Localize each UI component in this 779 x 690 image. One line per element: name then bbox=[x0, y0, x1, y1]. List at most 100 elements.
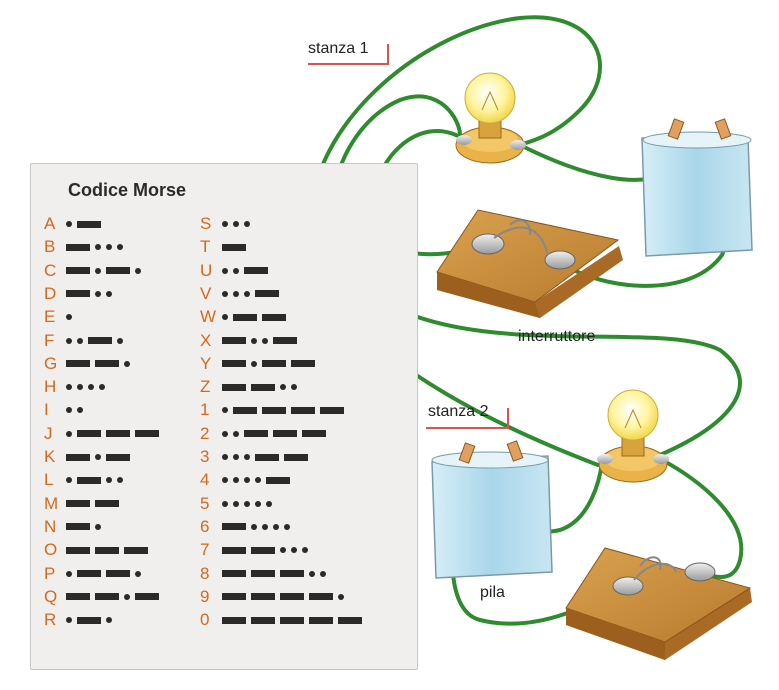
morse-dot bbox=[222, 221, 228, 227]
morse-dash bbox=[66, 360, 90, 368]
morse-code bbox=[66, 453, 130, 461]
morse-dot bbox=[262, 337, 268, 344]
morse-dash bbox=[95, 360, 119, 368]
morse-dot bbox=[244, 221, 250, 227]
morse-dot bbox=[338, 593, 344, 600]
morse-code bbox=[66, 314, 72, 321]
morse-letter: D bbox=[44, 283, 57, 303]
morse-letter: W bbox=[200, 307, 217, 327]
morse-row: D bbox=[44, 284, 112, 304]
morse-dash bbox=[222, 360, 246, 368]
morse-letter: K bbox=[44, 447, 56, 466]
morse-dot bbox=[66, 570, 72, 577]
morse-row: N bbox=[44, 517, 101, 537]
morse-dash bbox=[251, 570, 275, 577]
morse-dot bbox=[106, 477, 112, 484]
morse-dot bbox=[95, 454, 101, 460]
morse-letter: B bbox=[44, 237, 56, 257]
morse-code bbox=[222, 476, 290, 484]
morse-dot bbox=[262, 523, 268, 530]
morse-code bbox=[222, 337, 297, 344]
morse-code bbox=[66, 430, 159, 438]
morse-dash bbox=[66, 243, 90, 251]
morse-row: 1 bbox=[200, 400, 344, 420]
morse-dot bbox=[309, 570, 315, 577]
morse-row: 5 bbox=[200, 494, 272, 514]
morse-code bbox=[222, 290, 279, 298]
morse-row: 4 bbox=[200, 470, 290, 490]
morse-dash bbox=[262, 313, 286, 321]
room1-label: stanza 1 bbox=[308, 40, 369, 57]
morse-dash bbox=[233, 406, 257, 414]
morse-code bbox=[66, 500, 119, 508]
morse-code bbox=[222, 500, 272, 507]
battery-2 bbox=[431, 440, 553, 579]
morse-code bbox=[66, 593, 159, 601]
bulb-1 bbox=[455, 72, 526, 164]
morse-letter: I bbox=[44, 400, 49, 420]
morse-dot bbox=[95, 290, 101, 297]
morse-letter: Z bbox=[200, 377, 211, 397]
morse-code bbox=[222, 593, 344, 601]
morse-dot bbox=[233, 430, 239, 437]
morse-dot bbox=[88, 384, 94, 391]
morse-code bbox=[222, 267, 268, 275]
morse-dot bbox=[135, 570, 141, 577]
morse-dash bbox=[280, 593, 304, 601]
morse-letter: L bbox=[44, 470, 54, 490]
morse-letter: N bbox=[44, 516, 57, 536]
morse-dash bbox=[280, 616, 304, 624]
morse-dot bbox=[117, 244, 123, 251]
morse-dot bbox=[99, 384, 105, 391]
morse-code bbox=[222, 453, 308, 461]
morse-letter: M bbox=[44, 493, 59, 513]
morse-dash bbox=[66, 523, 90, 531]
morse-code bbox=[66, 523, 101, 531]
morse-dash bbox=[222, 593, 246, 601]
morse-dot bbox=[222, 430, 228, 437]
morse-letter: 3 bbox=[200, 447, 210, 466]
morse-letter: X bbox=[200, 330, 212, 350]
morse-dash bbox=[338, 616, 362, 624]
morse-letter: U bbox=[200, 260, 213, 280]
morse-row: B bbox=[44, 237, 123, 257]
morse-dot bbox=[95, 523, 101, 530]
morse-row: J bbox=[44, 424, 159, 444]
morse-dash bbox=[66, 267, 90, 275]
morse-dash bbox=[88, 337, 112, 344]
morse-row: W bbox=[200, 307, 286, 327]
morse-dot bbox=[77, 337, 83, 344]
morse-letter: O bbox=[44, 540, 58, 560]
morse-row: C bbox=[44, 261, 141, 281]
morse-row: 8 bbox=[200, 564, 326, 584]
morse-dot bbox=[244, 454, 250, 460]
morse-dot bbox=[233, 477, 239, 484]
morse-dash bbox=[77, 430, 101, 438]
morse-dash bbox=[106, 430, 130, 438]
morse-row: M bbox=[44, 494, 119, 514]
morse-code bbox=[222, 383, 297, 391]
morse-dash bbox=[135, 593, 159, 601]
morse-row: G bbox=[44, 354, 130, 374]
morse-dash bbox=[222, 616, 246, 624]
morse-row: 2 bbox=[200, 424, 326, 444]
morse-dash bbox=[106, 453, 130, 461]
morse-dot bbox=[320, 570, 326, 577]
morse-dot bbox=[233, 290, 239, 297]
switch-2 bbox=[565, 547, 752, 660]
morse-row: U bbox=[200, 261, 268, 281]
morse-letter: 7 bbox=[200, 540, 210, 560]
morse-dash bbox=[309, 616, 333, 624]
morse-letter: 6 bbox=[200, 516, 210, 536]
morse-dot bbox=[106, 617, 112, 624]
morse-dot bbox=[233, 221, 239, 227]
morse-dot bbox=[280, 384, 286, 391]
morse-dash bbox=[233, 313, 257, 321]
morse-dash bbox=[309, 593, 333, 601]
morse-dot bbox=[222, 454, 228, 460]
morse-letter: 0 bbox=[200, 610, 210, 630]
morse-code bbox=[66, 546, 148, 554]
morse-code bbox=[66, 267, 141, 275]
morse-code bbox=[66, 243, 123, 251]
